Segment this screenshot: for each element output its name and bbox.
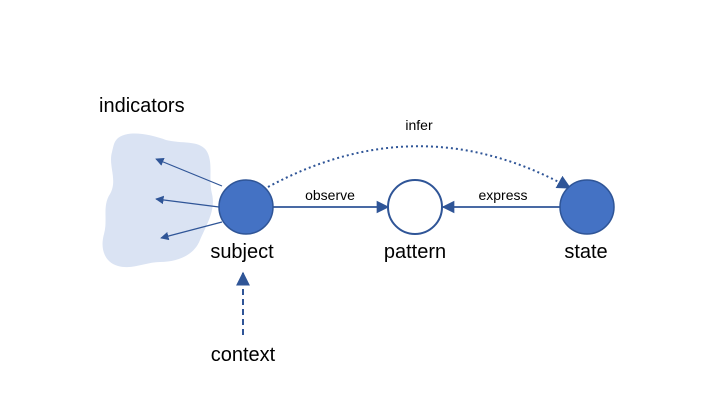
indicator-arrow-middle	[155, 195, 220, 208]
state-node	[559, 179, 615, 235]
infer-label: infer	[405, 117, 433, 133]
pattern-label: pattern	[384, 241, 446, 263]
pattern-node	[387, 179, 443, 235]
indicators-blob	[102, 133, 213, 268]
context-label: context	[211, 344, 276, 366]
indicators-label: indicators	[99, 95, 185, 117]
indicator-arrow-top	[155, 157, 223, 187]
subject-node	[218, 179, 274, 235]
observe-label: observe	[305, 187, 355, 203]
state-label: state	[564, 241, 607, 263]
indicator-arrow-bottom	[160, 221, 223, 241]
express-label: express	[478, 187, 527, 203]
subject-label: subject	[210, 241, 274, 263]
